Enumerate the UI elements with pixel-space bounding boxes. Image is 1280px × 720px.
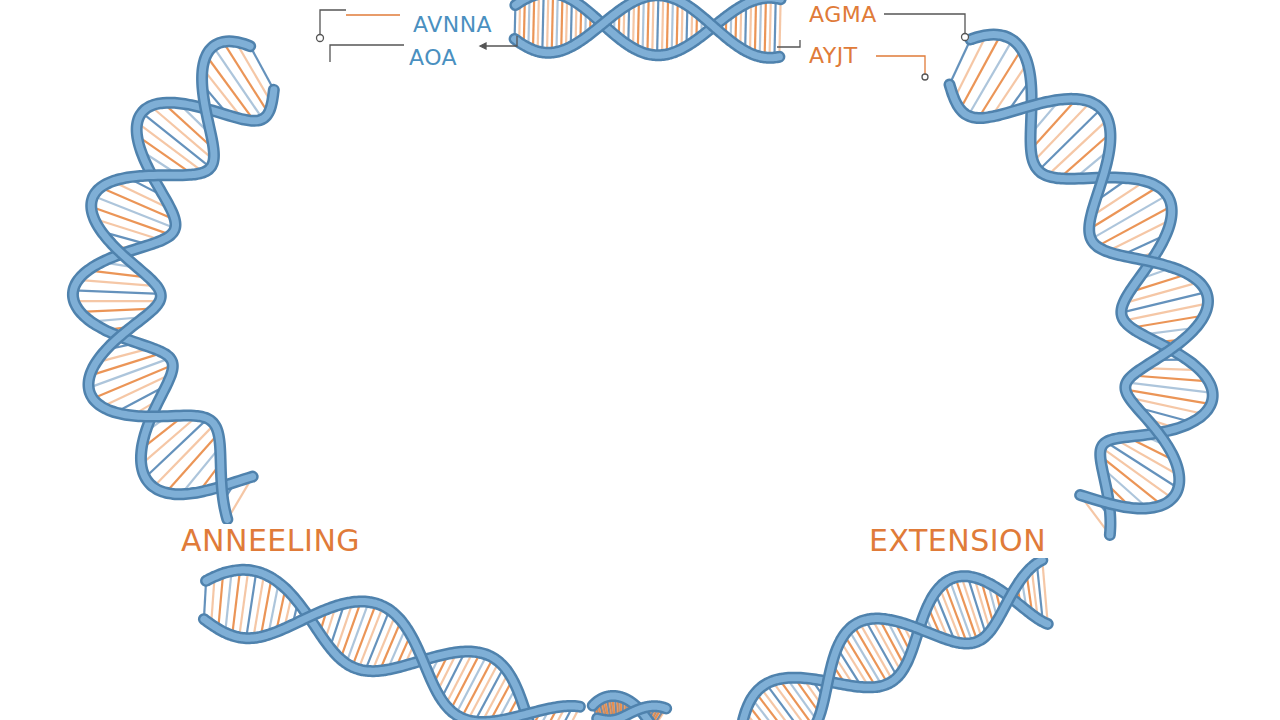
base-pair (955, 577, 977, 641)
base-pair (1042, 560, 1047, 624)
base-pair (145, 419, 207, 478)
strand-outline (597, 706, 666, 720)
leader-line (777, 40, 800, 47)
base-pair (774, 0, 775, 58)
base-pair (533, 0, 534, 50)
leader-dot (317, 35, 324, 42)
base-pair (755, 0, 756, 55)
base-pair (547, 0, 548, 53)
primer-label: AVNNA (410, 12, 495, 37)
base-pair (779, 0, 780, 57)
base-pair (556, 0, 557, 52)
base-pair (153, 424, 214, 487)
primer-label: AGMA (806, 2, 880, 27)
base-pair (561, 0, 562, 51)
base-pair (73, 290, 160, 293)
base-pair (677, 0, 678, 51)
leader-tick (480, 43, 486, 49)
base-pair (638, 0, 639, 50)
base-pair (647, 0, 648, 54)
base-pair (250, 46, 274, 90)
leader-dot (962, 34, 969, 41)
strand-outline (88, 41, 250, 519)
base-pair (770, 0, 771, 58)
step-label: ANNEELING (178, 524, 363, 559)
base-pair (450, 653, 480, 710)
leader-line (876, 56, 925, 74)
base-pair (968, 40, 1012, 116)
base-pair (765, 0, 766, 57)
base-pair (1091, 195, 1167, 239)
leader-line (346, 14, 400, 15)
dna-strand (88, 41, 250, 519)
dna-strand (515, 0, 780, 58)
strand-outline (950, 85, 1208, 509)
base-pair (854, 625, 888, 683)
base-pair (142, 113, 211, 168)
dna-strand (743, 576, 1048, 720)
leader-line (330, 45, 404, 62)
base-pair (538, 0, 539, 51)
dna-strand (767, 560, 1042, 720)
base-pair (643, 0, 644, 52)
primer-label: AOA (406, 45, 460, 70)
base-pair (760, 0, 761, 57)
dna-strand (204, 601, 580, 720)
helix-group (73, 0, 1213, 720)
base-pair (652, 0, 653, 55)
strand-outline (767, 560, 1042, 720)
base-pair (528, 0, 529, 48)
leader-line (320, 10, 346, 37)
base-pair (218, 573, 223, 629)
strand-outline (204, 601, 580, 720)
base-pair (662, 0, 663, 55)
strand-outline (515, 0, 780, 58)
base-pair (667, 0, 668, 54)
base-pair (750, 2, 751, 54)
base-pair (446, 652, 473, 705)
base-pair (74, 300, 160, 302)
base-pair (552, 0, 553, 53)
base-pair (225, 571, 231, 633)
leader-line (884, 14, 965, 34)
base-pair (542, 0, 543, 52)
leader-dot (922, 74, 928, 80)
strand-outline (743, 576, 1048, 720)
step-label: EXTENSION (866, 524, 1049, 559)
base-pair (566, 0, 567, 49)
strand-outline (73, 90, 274, 494)
base-pair (849, 630, 883, 686)
base-pair (1047, 119, 1108, 176)
dna-strand (206, 570, 550, 720)
dna-strand (597, 706, 666, 720)
primer-label: AYJT (806, 43, 861, 68)
base-pair (232, 570, 240, 636)
base-pair (672, 0, 673, 53)
strand-outline (206, 570, 550, 720)
base-pair (1132, 375, 1208, 381)
base-pair (657, 0, 658, 55)
base-pair (236, 42, 272, 103)
base-pair (950, 39, 971, 84)
base-pair (950, 580, 973, 643)
dna-strand (950, 85, 1208, 509)
base-pair (475, 667, 504, 720)
dna-strand (73, 90, 274, 494)
base-pair (1039, 109, 1102, 171)
base-pair (859, 622, 893, 681)
base-pair (1033, 102, 1090, 162)
